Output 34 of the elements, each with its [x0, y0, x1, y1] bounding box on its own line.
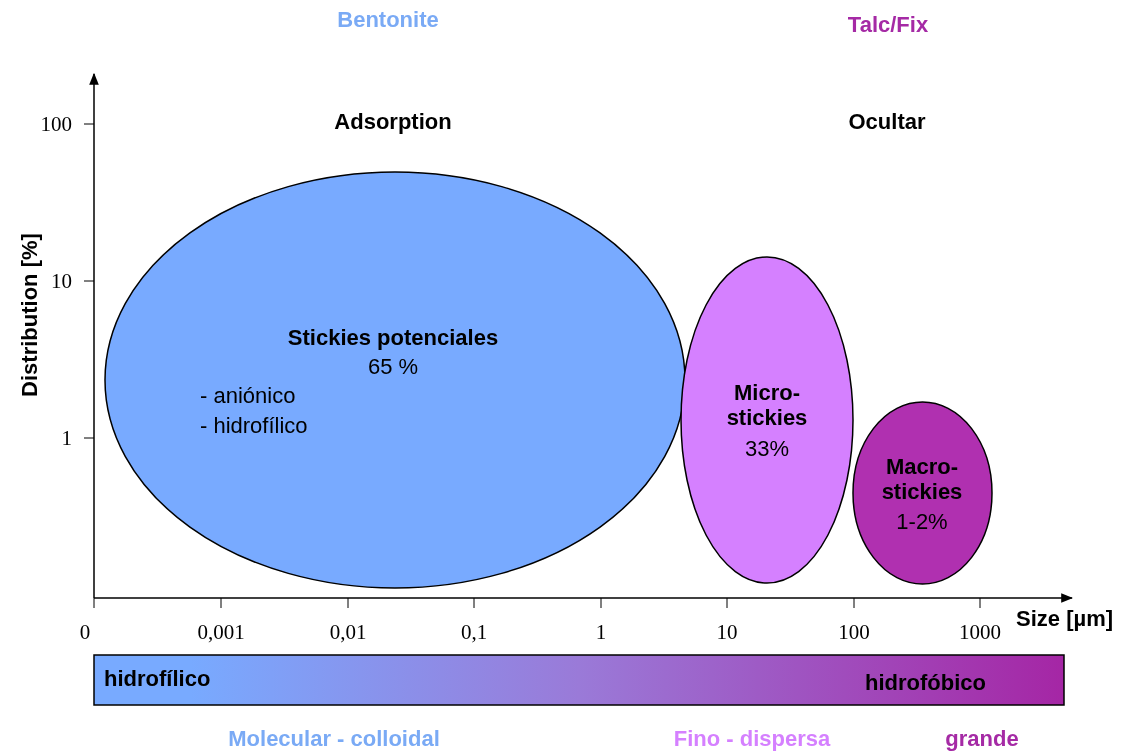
stickies-ellipse: [853, 402, 992, 584]
tick-label: 100: [838, 619, 870, 645]
node-text: 1-2%: [896, 509, 948, 535]
axis-title: Distribution [%]: [17, 233, 43, 397]
category-label: grande: [945, 726, 1019, 752]
node-title: hidrofílico: [104, 666, 211, 692]
tick-label: 1000: [959, 619, 1001, 645]
node-title: Macro- stickies: [880, 453, 964, 505]
material-label: Talc/Fix: [847, 12, 929, 38]
gradient-bar: [94, 655, 1064, 705]
node-text: - aniónico: [200, 383, 296, 409]
tick-label: 0: [79, 619, 91, 645]
node-text: hidrofóbico: [865, 670, 986, 696]
tick-label: 0,001: [197, 619, 245, 645]
tick-label: 0,01: [329, 619, 367, 645]
material-label: Bentonite: [337, 7, 439, 33]
node-title: Micro- stickies: [725, 379, 809, 431]
stickies-ellipse: [105, 172, 685, 588]
method-label: Adsorption: [334, 109, 452, 135]
node-text: 33%: [745, 436, 789, 462]
tick-label: 10: [51, 268, 72, 294]
axis-title: Size [µm]: [1016, 606, 1114, 632]
stickies-ellipse: [681, 257, 853, 583]
node-text: 65 %: [367, 354, 419, 380]
tick-label: 0,1: [460, 619, 488, 645]
tick-label: 10: [716, 619, 738, 645]
tick-label: 100: [40, 111, 72, 137]
node-title: Stickies potenciales: [287, 325, 499, 351]
method-label: Ocultar: [848, 109, 926, 135]
tick-label: 1: [595, 619, 607, 645]
category-label: Fino - dispersa: [673, 726, 831, 752]
node-text: - hidrofílico: [200, 413, 308, 439]
category-label: Molecular - colloidal: [228, 726, 440, 752]
tick-label: 1: [61, 425, 72, 451]
